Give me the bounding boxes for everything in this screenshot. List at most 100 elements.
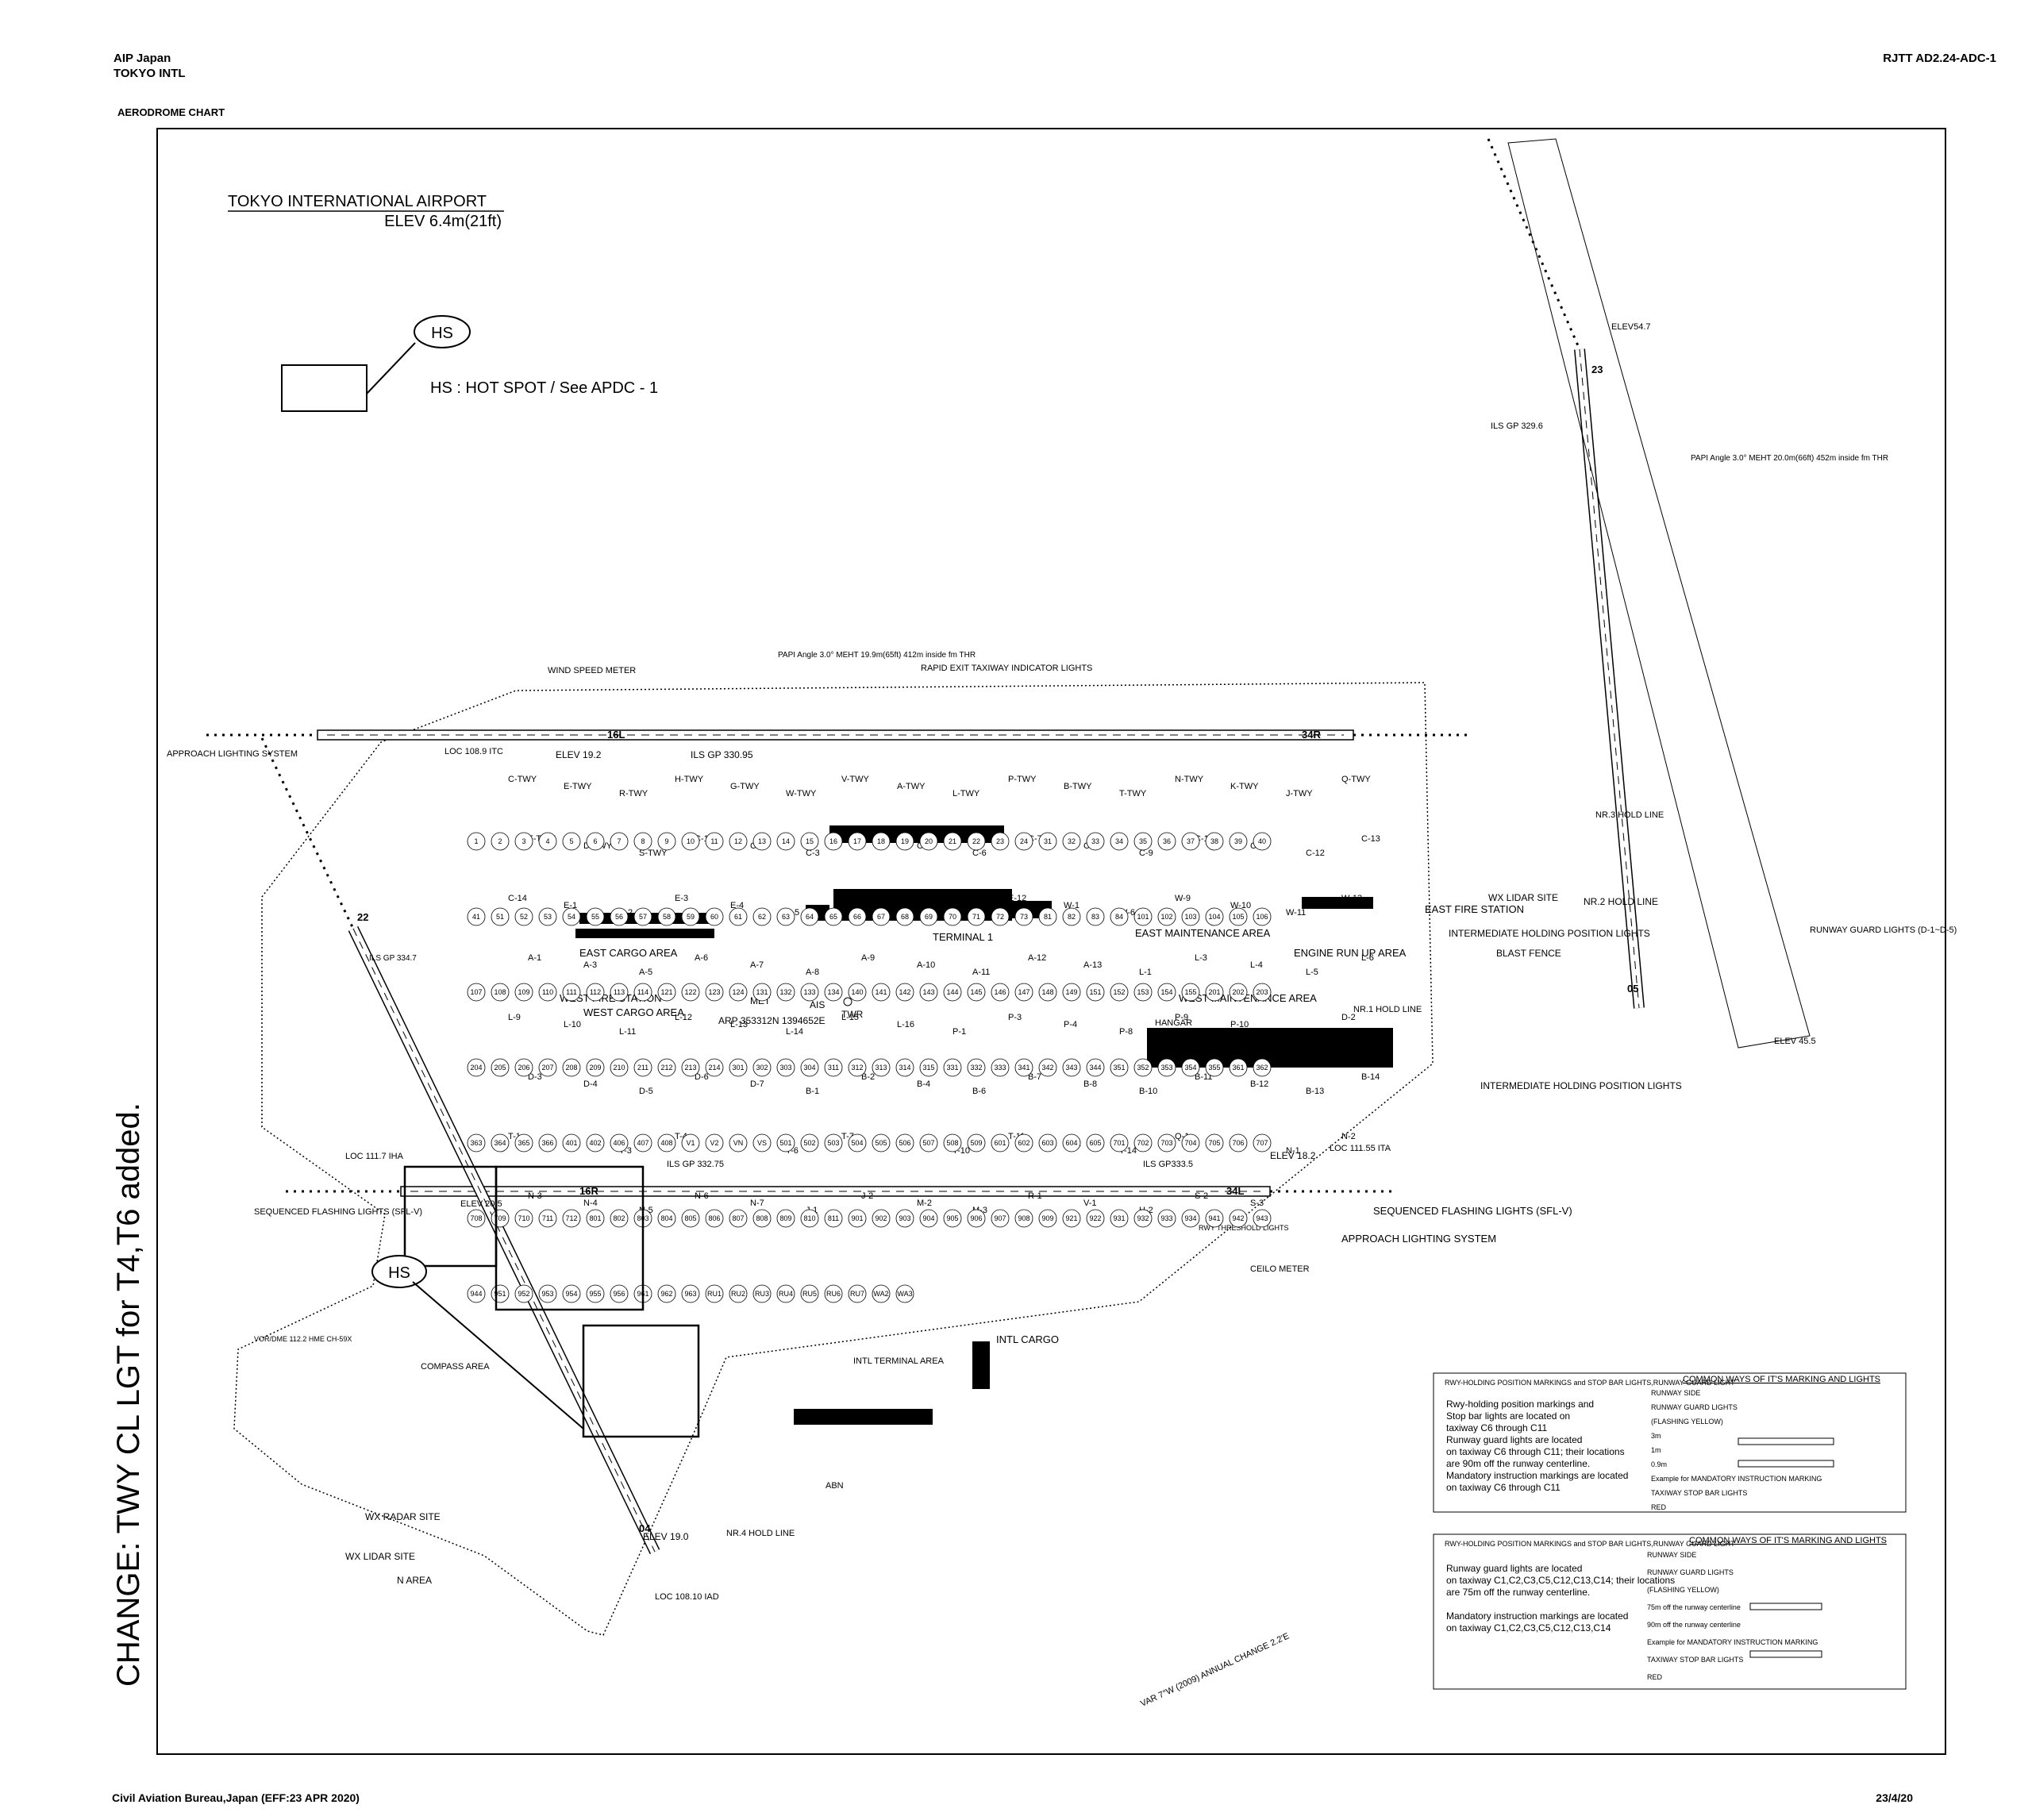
parking-spot-number: 501 [779,1139,791,1147]
a-sfl-right: SEQUENCED FLASHING LIGHTS (SFL-V) [1373,1205,1572,1217]
parking-spot: 501 [776,1133,795,1152]
parking-spot: 908 [1014,1209,1033,1228]
note-line: Rwy-holding position markings and [1446,1399,1594,1410]
parking-spot: 51 [491,907,510,926]
taxiway-label: P-3 [1008,1013,1022,1022]
parking-spot: 201 [1205,983,1224,1002]
parking-spot: 110 [538,983,557,1002]
parking-spot: 802 [610,1209,629,1228]
parking-spot-number: VS [757,1139,767,1147]
d-ils: ILS GP 329.6 [1491,421,1543,431]
parking-spot-number: 38 [1210,837,1218,845]
parking-spot-number: 406 [613,1139,625,1147]
parking-spot-number: 922 [1089,1214,1101,1222]
parking-spot: 943 [1253,1209,1272,1228]
parking-spot: 114 [633,983,652,1002]
parking-spot-number: 354 [1184,1064,1196,1072]
hotspot-legend: HS HS : HOT SPOT / See APDC - 1 [281,315,658,412]
parking-spot: 83 [1086,907,1105,926]
parking-spot: 2 [491,832,510,851]
parking-spot-number: 313 [875,1064,887,1072]
taxiway-label: R-TWY [619,789,648,798]
parking-spot-number: 155 [1184,988,1196,996]
taxiway-label: A-8 [806,968,819,977]
parking-spot-number: 203 [1256,988,1268,996]
parking-spot-number: 934 [1184,1214,1196,1222]
parking-spot-number: 4 [545,837,549,845]
parking-spot: 102 [1157,907,1176,926]
parking-spot-number: 953 [541,1290,553,1298]
parking-spot-number: 802 [613,1214,625,1222]
taxiway-label: B-1 [806,1087,819,1096]
a-elev: ELEV 20.5 [460,1199,502,1209]
taxiway-label: L-4 [1250,960,1263,970]
parking-spot-number: 132 [779,988,791,996]
a-approach-right: APPROACH LIGHTING SYSTEM [1341,1233,1496,1245]
taxiway-label: E-3 [675,894,688,903]
parking-spot-number: 904 [922,1214,934,1222]
parking-spot: 133 [800,983,819,1002]
parking-spot-number: 507 [922,1139,934,1147]
note-line: (FLASHING YELLOW) [1647,1586,1719,1594]
parking-spot-number: 35 [1139,837,1147,845]
parking-spot: 354 [1181,1058,1200,1077]
header-org: AIP Japan TOKYO INTL [114,51,186,81]
parking-spot-number: 9 [664,837,668,845]
parking-spot-number: 142 [899,988,910,996]
taxiway-label: S-3 [1250,1199,1264,1208]
parking-spot: 67 [872,907,891,926]
parking-spot-number: 63 [782,913,790,921]
note-line: 90m off the runway centerline [1647,1621,1741,1629]
hs-badge-text: HS [431,325,453,342]
note-line: Runway guard lights are located [1446,1563,1582,1574]
b-loc: LOC 108.10 IAD [655,1592,719,1602]
parking-spot-number: V1 [686,1139,695,1147]
parking-spot: 955 [586,1284,605,1303]
parking-spot: 36 [1157,832,1176,851]
parking-spot-number: 145 [970,988,982,996]
label-ais: AIS [810,999,825,1010]
parking-spot: 810 [800,1209,819,1228]
parking-spot-number: 302 [756,1064,768,1072]
parking-spot: 313 [872,1058,891,1077]
note-line: 0.9m [1651,1460,1667,1468]
taxiway-label: E-TWY [564,782,592,791]
parking-spot: 122 [681,983,700,1002]
parking-spot-number: 504 [851,1139,863,1147]
taxiway-label: C-TWY [508,775,537,784]
b-elev: ELEV 19.0 [643,1531,689,1542]
parking-spot-number: 32 [1068,837,1076,845]
parking-spot-number: RU7 [850,1290,864,1298]
parking-spot-number: WA3 [897,1290,912,1298]
taxiway-label: S-2 [1195,1191,1208,1201]
parking-spot-number: 805 [684,1214,696,1222]
notes2-title: RWY-HOLDING POSITION MARKINGS and STOP B… [1445,1540,1735,1548]
parking-spot-number: WA2 [873,1290,888,1298]
parking-spot-number: 52 [520,913,528,921]
parking-spot-number: 603 [1041,1139,1053,1147]
parking-spot-number: 54 [568,913,575,921]
parking-spot-number: 809 [779,1214,791,1222]
taxiway-label: M-2 [917,1199,932,1208]
parking-spot: 343 [1062,1058,1081,1077]
parking-spot-number: 65 [829,913,837,921]
parking-spot: 804 [657,1209,676,1228]
parking-spot-number: 901 [851,1214,863,1222]
parking-spot: 909 [1038,1209,1057,1228]
parking-spot-number: 702 [1137,1139,1149,1147]
a-sfl-left: SEQUENCED FLASHING LIGHTS (SFL-V) [254,1207,422,1217]
parking-spot: 922 [1086,1209,1105,1228]
notes-box-2: RWY-HOLDING POSITION MARKINGS and STOP B… [1433,1533,1907,1690]
parking-spot-number: 140 [851,988,863,996]
taxiway-label: V-1 [1083,1199,1097,1208]
parking-spot: 602 [1014,1133,1033,1152]
taxiway-label: B-12 [1250,1079,1268,1089]
parking-spot-number: 103 [1184,913,1196,921]
parking-spot: 506 [895,1133,914,1152]
taxiway-label: C-14 [508,894,527,903]
taxiway-label: B-11 [1195,1072,1212,1082]
parking-spot-number: 344 [1089,1064,1101,1072]
parking-spot-number: 963 [684,1290,696,1298]
taxiway-label: D-6 [695,1072,709,1082]
